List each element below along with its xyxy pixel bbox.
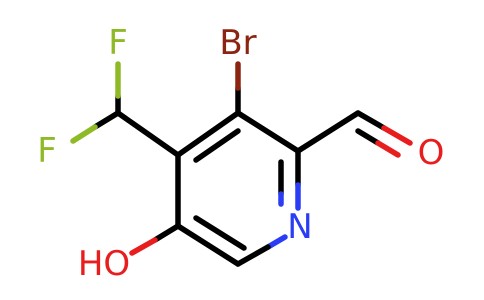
bond-c4-c3 xyxy=(175,110,241,158)
bond-cho-o xyxy=(355,110,387,131)
bond-n-c6 xyxy=(235,244,271,267)
bond-c4-c3-inner xyxy=(193,128,241,163)
bond-c5-oh xyxy=(152,223,181,243)
atom-ho-label: HO xyxy=(78,244,130,284)
bond-c2-cho xyxy=(295,110,361,154)
bond-cho-o-colored xyxy=(381,125,413,146)
bond-c6-c5 xyxy=(175,223,241,267)
atom-n-label: N xyxy=(287,207,312,247)
bond-cf2-f-left xyxy=(92,110,121,130)
bond-c5-oh-colored xyxy=(129,237,158,256)
atom-f-top-label: F xyxy=(108,23,128,63)
bond-cho-o-inner xyxy=(355,128,381,146)
bond-n-c6-blue xyxy=(265,234,288,250)
atom-o-label: O xyxy=(418,133,445,173)
bond-cf2-f-left-colored xyxy=(70,124,98,144)
bond-c4-cf2 xyxy=(115,110,181,158)
atom-f-left-label: F xyxy=(37,131,57,171)
atom-br-label: Br xyxy=(219,23,256,63)
bond-c6-c5-inner xyxy=(193,215,247,251)
bond-cho-o-inner-colored xyxy=(375,140,401,158)
bond-c3-c2 xyxy=(235,110,301,154)
